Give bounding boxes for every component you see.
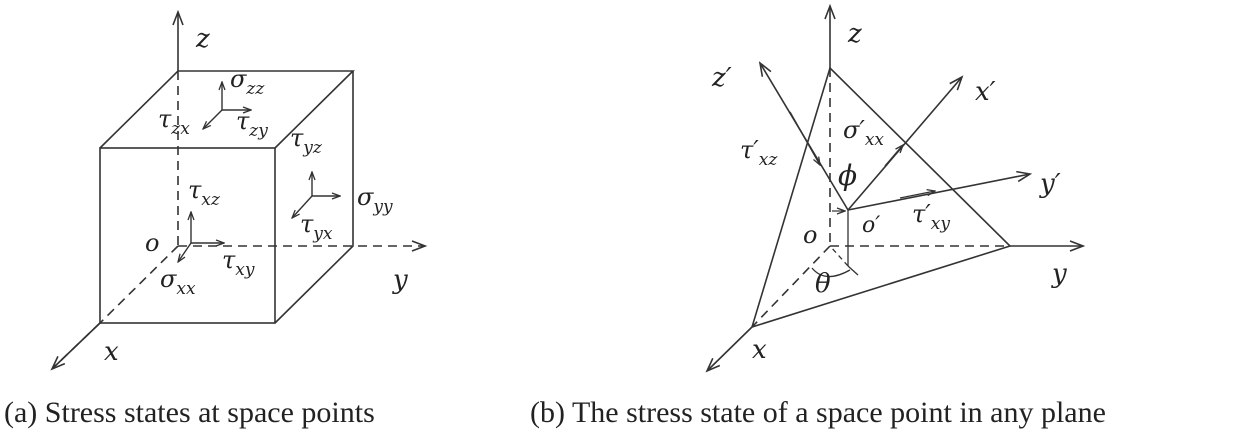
tau-prime-xy-arrow (899, 191, 935, 199)
oblique-plane-triangle (750, 66, 1012, 329)
caption-b: (b) The stress state of a space point in… (530, 396, 1106, 429)
cube-front-face (99, 147, 276, 324)
b-axis-z-label: z (847, 19, 862, 49)
o-prime-projection-base (829, 245, 849, 267)
cube-hidden-edge-diagonal (99, 245, 179, 324)
label-theta: θ (815, 269, 831, 299)
axis-x-prime-label: x′ (975, 77, 996, 107)
label-tau-prime-xz: τ′xz (740, 136, 778, 170)
cube-top-face (99, 70, 355, 149)
a-axis-x-label: x (104, 337, 119, 367)
front-face-arrows (178, 212, 224, 262)
label-sigma-zz: σzz (230, 65, 265, 99)
label-phi: ϕ (838, 159, 857, 192)
panel-b-rotated-plane (707, 6, 1083, 371)
panel-b-labels: z y x o z′ x′ y′ o′ τ′xz σ′xx τ′xy ϕ θ (… (530, 19, 1106, 429)
a-axis-z-label: z (195, 24, 210, 54)
label-sigma-prime-xx: σ′xx (843, 116, 884, 150)
label-tau-xz: τxz (188, 176, 221, 210)
top-face-arrows (203, 82, 251, 129)
a-origin-label: o (145, 229, 159, 257)
label-tau-zx: τzx (158, 105, 190, 139)
b-origin-label: o (803, 221, 817, 249)
panel-a-stress-cube (52, 12, 425, 369)
label-sigma-xx: σxx (160, 265, 196, 299)
axis-x-prime-line (847, 77, 962, 211)
sigma-prime-xx-arrow (884, 145, 903, 167)
panel-a-labels: z y x o σzz τzx τzy τyz σyy τyx τxz τxy … (4, 24, 408, 429)
b-axis-x-label: x (752, 335, 767, 365)
right-face-arrows (292, 172, 340, 218)
caption-a: (a) Stress states at space points (4, 396, 375, 429)
a-axis-y-label: y (392, 265, 408, 295)
label-tau-prime-xy: τ′xy (912, 200, 950, 234)
axis-y-prime-line (847, 174, 1030, 211)
axis-y-prime-label: y′ (1039, 169, 1061, 199)
label-tau-yz: τyz (290, 124, 323, 158)
tau-prime-xz-arrow (789, 111, 820, 165)
o-prime-projection-tick (847, 265, 859, 276)
cube-right-face (274, 71, 354, 324)
label-sigma-yy: σyy (357, 183, 393, 217)
b-axis-x-hidden (751, 245, 831, 328)
b-axis-x-line (707, 326, 753, 371)
label-tau-yx: τyx (300, 210, 333, 244)
origin-prime-label: o′ (862, 213, 880, 238)
label-tau-xy: τxy (222, 246, 255, 280)
theta-angle-arc (811, 267, 851, 278)
axis-x-solid (51, 322, 101, 370)
b-axis-y-label: y (1051, 259, 1067, 289)
label-tau-zy: τzy (236, 107, 268, 141)
axis-z-prime-label: z′ (711, 63, 732, 93)
